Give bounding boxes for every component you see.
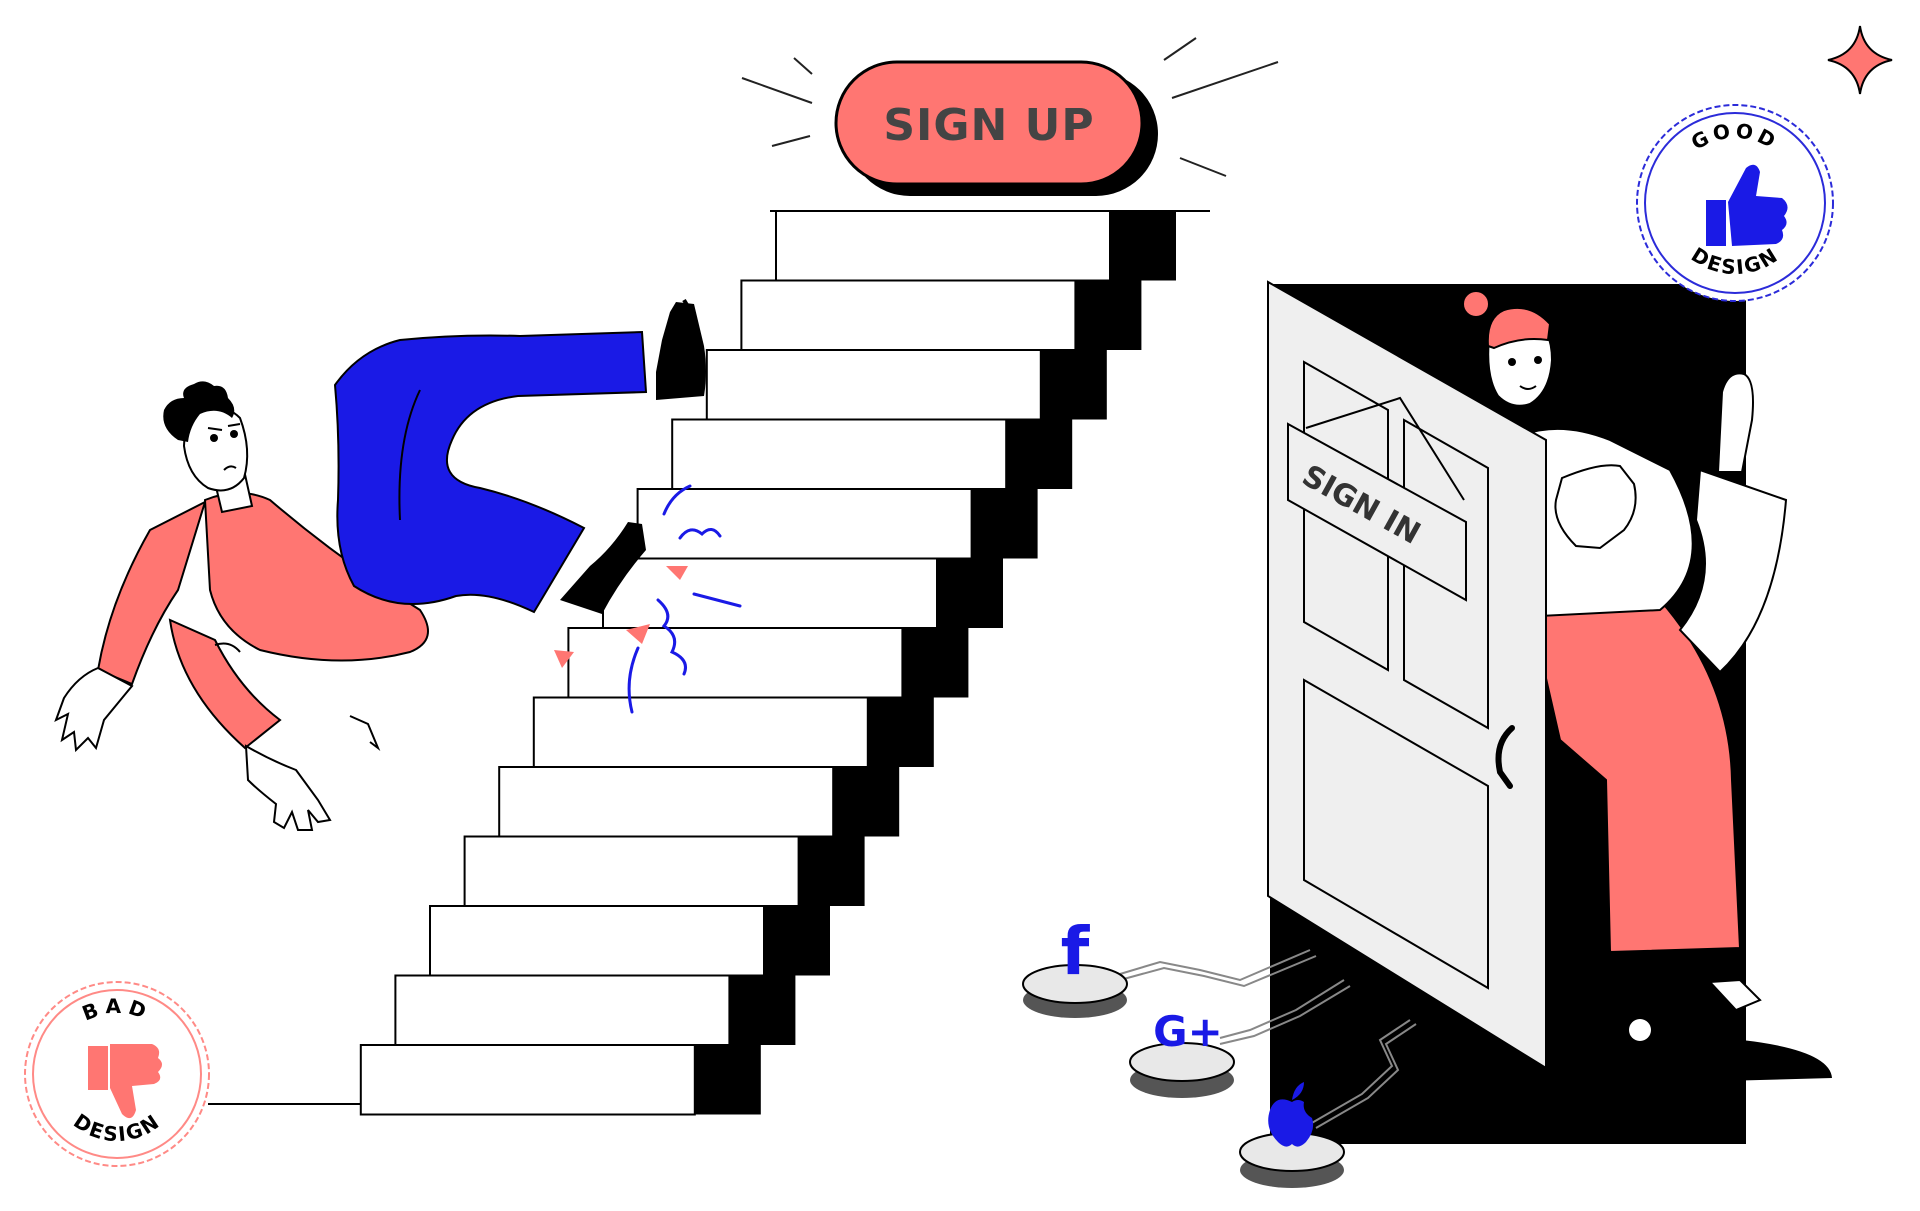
signup-glow-lines [741,37,1279,177]
apple-icon [1268,1082,1314,1147]
google-plus-icon: G+ [1153,1007,1223,1056]
stair-shadow [764,906,830,976]
stair-step [498,766,835,838]
facebook-label: f [1061,913,1091,990]
facebook-icon: f [1061,913,1091,990]
man-shoe-lower [560,522,646,614]
man-left-hand [54,666,134,753]
stair-step [671,418,1008,490]
woman-hand [1554,464,1637,550]
stair-shadow [1040,350,1107,420]
man-shoe-upper [656,302,706,400]
doorway-scene: SIGN IN [1267,280,1832,1144]
stair-shadow [1075,280,1142,350]
stair-step [740,279,1077,351]
woman-hair [1486,306,1552,350]
stair-shadow [694,1045,761,1115]
staircase [359,210,1176,1116]
woman-hair-bun [1462,290,1490,318]
stair-shadow [798,836,865,906]
man-hair [163,381,235,442]
stair-shadow [937,558,1003,628]
woman-raised-hand [1716,372,1754,473]
thumbs-up-icon [1706,164,1788,246]
stair-step [567,627,904,699]
woman-pants [1528,598,1742,954]
falling-man [54,298,742,831]
stair-step [532,696,869,768]
signup-label: SIGN UP [883,100,1094,151]
woman-arm [1678,468,1788,674]
man-right-arm [168,618,282,750]
stair-shadow [1006,419,1073,489]
sparkle-icon [1827,25,1893,95]
bad-design-badge: BAD DESIGN [24,981,210,1167]
man-trousers [333,330,648,614]
stair-step [636,488,973,560]
stair-step [775,210,1111,282]
stair-step [463,835,800,907]
google-plus-label: G+ [1153,1007,1223,1056]
stair-step [429,905,765,977]
stair-shadow [833,767,900,837]
stair-step [394,974,731,1046]
stair-step [705,349,1042,421]
stair-shadow [902,628,969,698]
signin-sign[interactable]: SIGN IN [1287,422,1467,602]
woman-shoe [1612,980,1832,1084]
impact-triangles [554,566,688,668]
stair-shadow [971,489,1038,559]
social-button-google-plus[interactable]: G+ [1129,1007,1235,1098]
stair-shadow [1110,211,1176,281]
signup-button[interactable]: SIGN UP [834,60,1158,196]
connection-wires [1119,949,1417,1129]
stair-shadow [867,697,934,767]
social-button-facebook[interactable]: f [1022,913,1128,1018]
good-design-badge: GOOD DESIGN [1636,104,1834,302]
man-right-hand [244,744,332,831]
social-button-apple[interactable] [1239,1082,1345,1188]
stair-shadow [729,975,796,1045]
door-handle[interactable] [1495,725,1515,789]
thumbs-down-icon [88,1044,162,1119]
stair-step [602,557,938,629]
man-torso [203,492,429,662]
stair-step [359,1044,696,1116]
impact-marks [627,484,742,714]
